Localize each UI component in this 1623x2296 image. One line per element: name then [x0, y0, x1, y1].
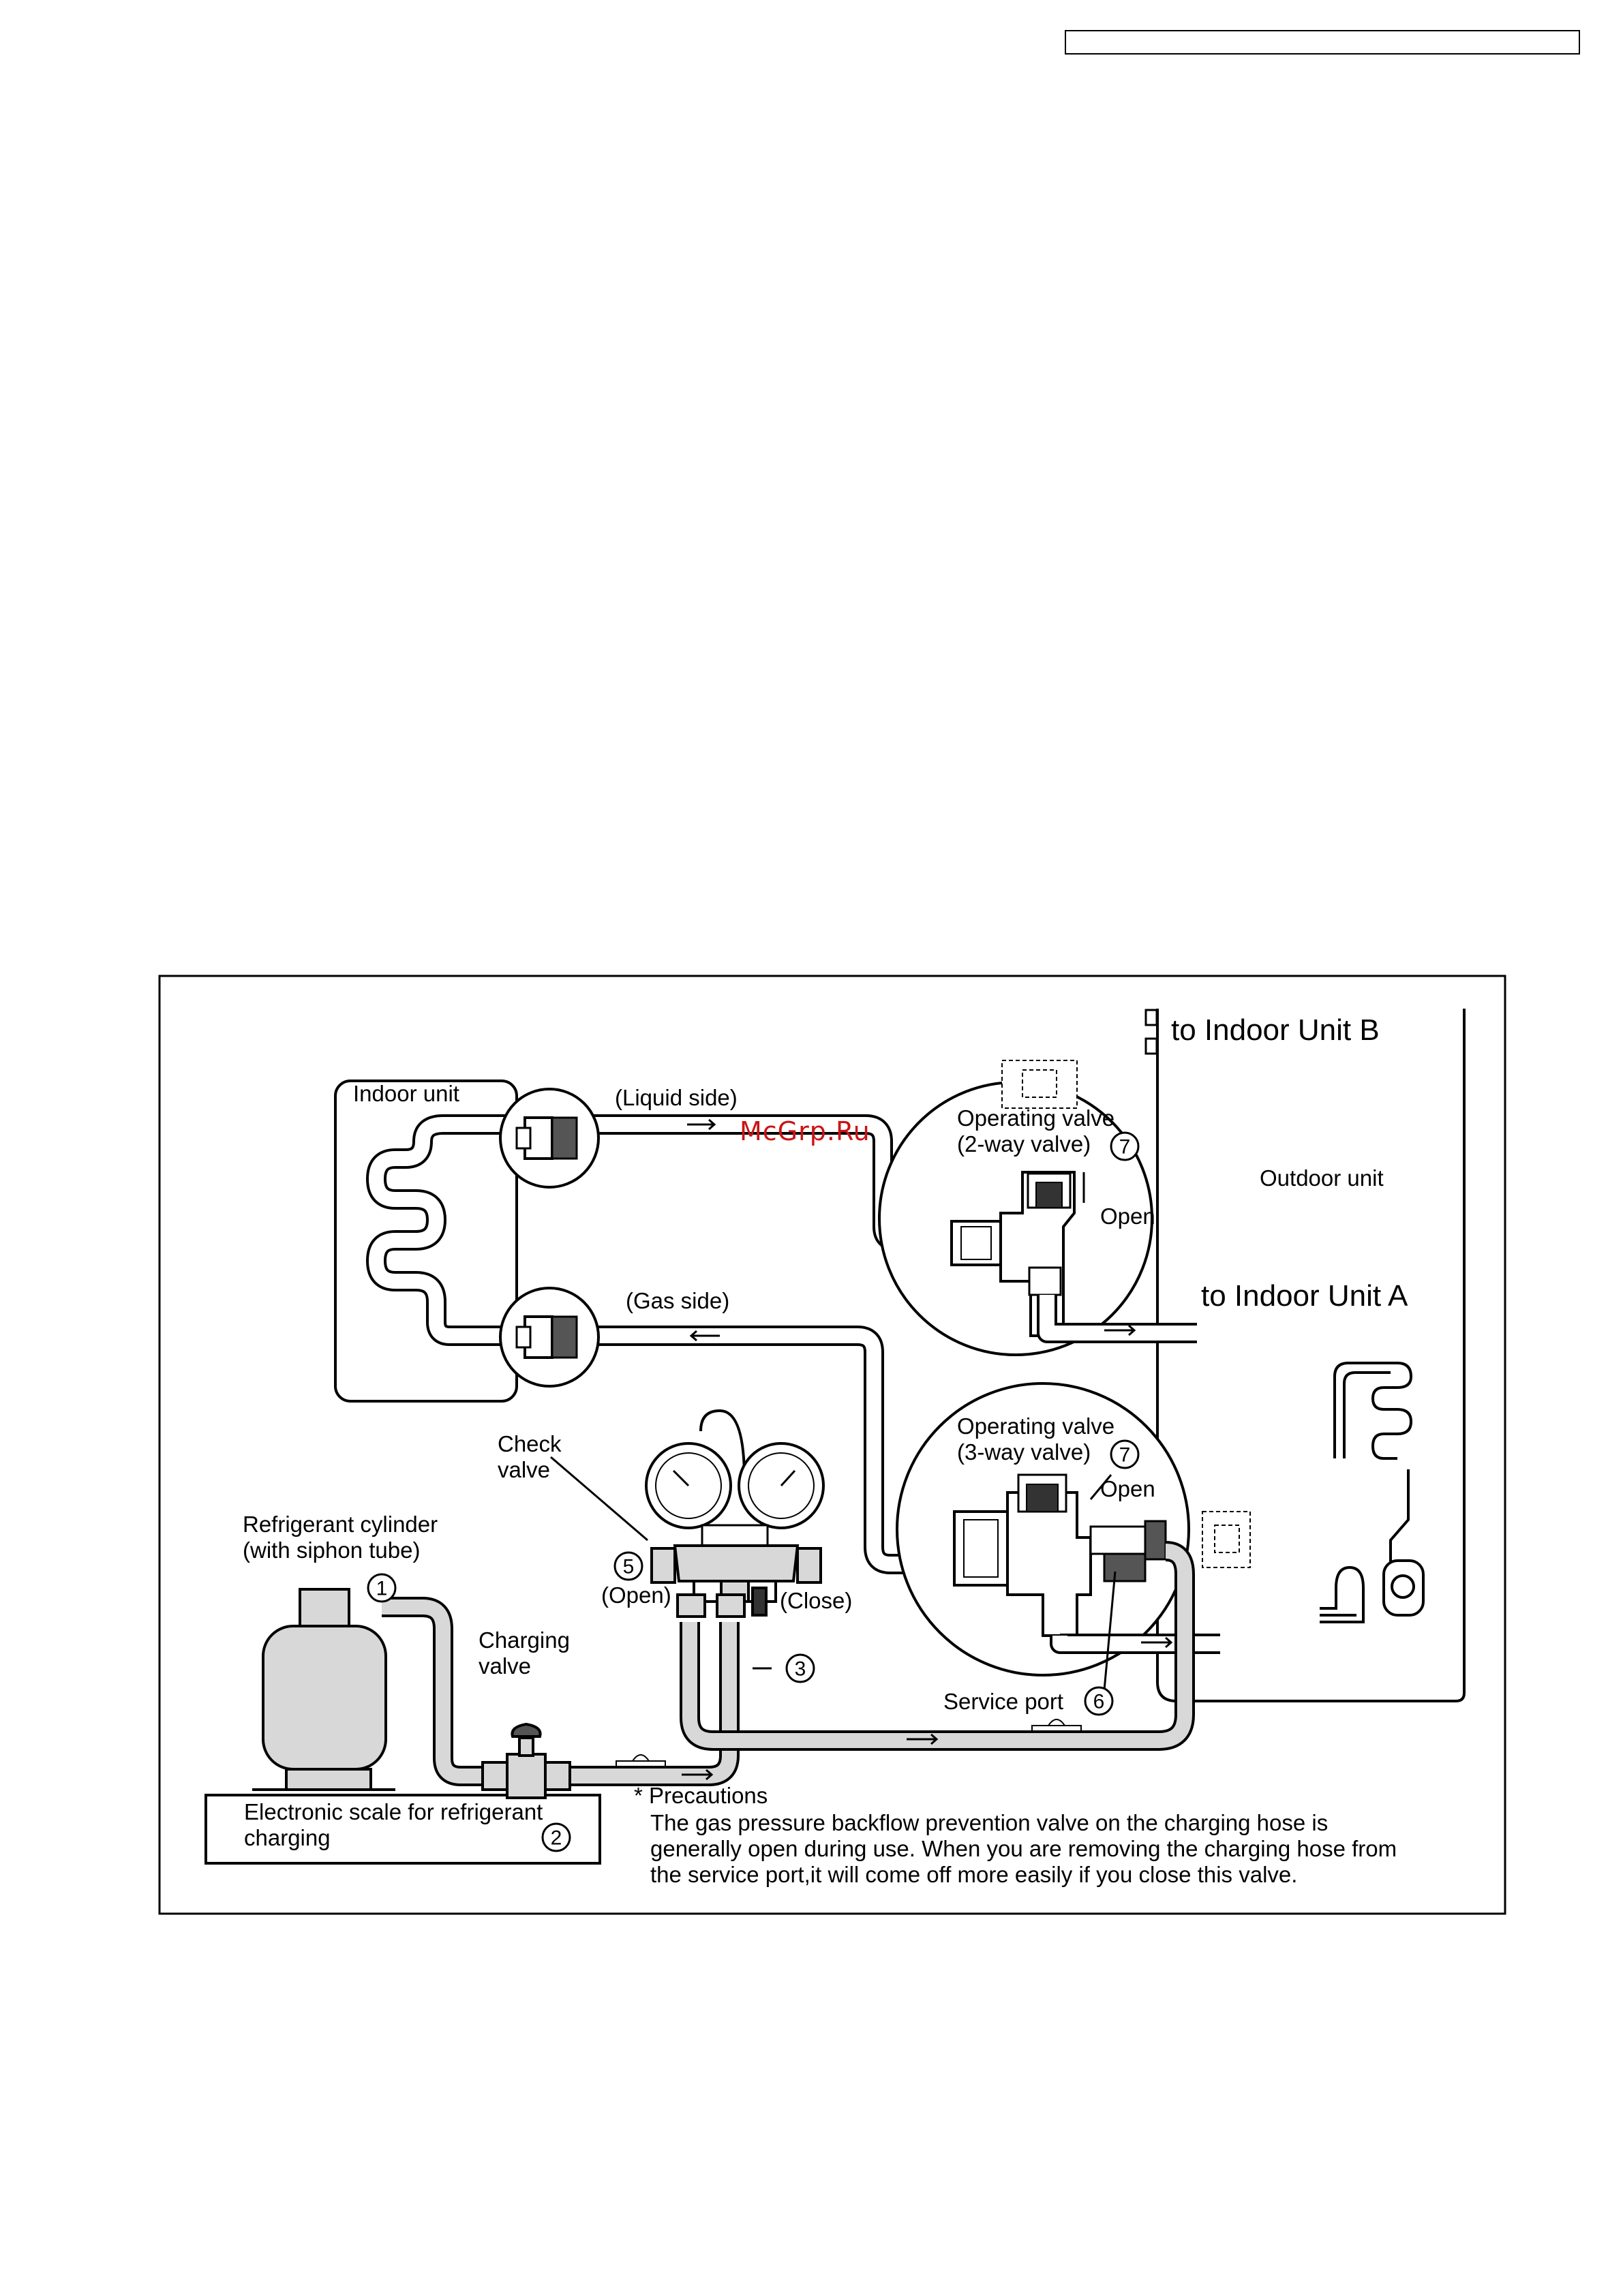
two-way-valve-label-1: Operating valve	[957, 1105, 1114, 1131]
service-cap-outline	[1202, 1511, 1251, 1568]
outlet-flow-arrow	[1141, 1636, 1173, 1649]
charging-valve-label-1: Charging	[479, 1627, 570, 1653]
three-way-open-label: Open	[1100, 1476, 1155, 1501]
two-way-valve-label-2: (2-way valve)	[957, 1131, 1091, 1157]
three-way-nut	[953, 1510, 1009, 1587]
manifold-to-charging-hose	[627, 1622, 740, 1786]
svg-text:7: 7	[1119, 1444, 1131, 1467]
refrigerant-cylinder-label-2: (with siphon tube)	[243, 1537, 420, 1563]
svg-text:2: 2	[551, 1827, 562, 1850]
svg-text:7: 7	[1119, 1136, 1131, 1159]
two-way-valve-cap-outline	[1001, 1060, 1078, 1109]
charging-valve	[481, 1722, 571, 1799]
gas-flow-arrow	[689, 1330, 720, 1342]
refrigerant-cylinder-label-1: Refrigerant cylinder	[243, 1512, 438, 1537]
scale-label-2: charging	[244, 1825, 331, 1850]
liquid-side-label: (Liquid side)	[615, 1085, 738, 1110]
liquid-flow-arrow	[687, 1118, 716, 1131]
indoor-unit-label: Indoor unit	[353, 1081, 459, 1106]
circled-number-7-two-way: 7	[1110, 1131, 1140, 1161]
indoor-unit-box	[334, 1080, 518, 1403]
open-gauge-label: (Open)	[601, 1582, 671, 1608]
indoor-b-connector-2	[1144, 1037, 1158, 1055]
compressor-sketch	[1320, 1362, 1425, 1623]
scale-label-1: Electronic scale for refrigerant	[244, 1799, 543, 1824]
check-valve-label-2: valve	[498, 1457, 550, 1482]
svg-text:1: 1	[376, 1578, 388, 1600]
two-way-open-label: Open	[1100, 1204, 1155, 1229]
cylinder-valve	[299, 1588, 350, 1629]
service-port-label: Service port	[943, 1689, 1063, 1714]
three-way-valve-label-1: Operating valve	[957, 1413, 1114, 1439]
precautions-line-1: The gas pressure backflow prevention val…	[650, 1810, 1328, 1835]
charging-valve-label-2: valve	[479, 1653, 531, 1679]
hose-flow-arrows	[682, 1733, 939, 1781]
close-gauge-label: (Close)	[780, 1588, 852, 1613]
manifold-gauge	[645, 1409, 825, 1618]
electronic-scale	[204, 1794, 601, 1865]
precautions-line-2: generally open during use. When you are …	[650, 1836, 1397, 1861]
outdoor-unit-label: Outdoor unit	[1260, 1165, 1384, 1191]
header-box	[1065, 30, 1580, 55]
leader-lines	[550, 1172, 1117, 1691]
to-indoor-unit-a: to Indoor Unit A	[1201, 1279, 1408, 1313]
svg-text:5: 5	[623, 1556, 635, 1578]
svg-text:6: 6	[1093, 1691, 1105, 1713]
indoor-a-flow-arrow	[1104, 1324, 1136, 1336]
circled-number-2: 2	[541, 1822, 571, 1852]
cylinder-base	[285, 1768, 372, 1791]
circled-number-5: 5	[613, 1551, 643, 1581]
refrigerant-cylinder	[262, 1625, 387, 1771]
watermark: McGrp.Ru	[740, 1116, 870, 1146]
diagram-frame	[158, 975, 1506, 1915]
circled-number-3: 3	[785, 1653, 815, 1683]
check-valve-label-1: Check	[498, 1431, 562, 1456]
outdoor-unit-outline	[1156, 1009, 1466, 1702]
two-way-nut	[950, 1220, 1002, 1266]
circled-number-7-three-way: 7	[1110, 1439, 1140, 1469]
service-port-fitting	[1089, 1525, 1147, 1555]
circled-number-6: 6	[1084, 1686, 1114, 1716]
gas-side-label: (Gas side)	[626, 1288, 729, 1313]
precautions-line-3: the service port,it will come off more e…	[650, 1862, 1297, 1887]
precautions-title: * Precautions	[634, 1783, 768, 1808]
three-way-valve-label-2: (3-way valve)	[957, 1439, 1091, 1465]
three-way-valve-body	[1006, 1491, 1092, 1637]
to-indoor-unit-b: to Indoor Unit B	[1171, 1013, 1380, 1047]
indoor-b-connector-1	[1144, 1009, 1158, 1026]
svg-text:3: 3	[795, 1658, 806, 1681]
circled-number-1: 1	[367, 1573, 397, 1603]
